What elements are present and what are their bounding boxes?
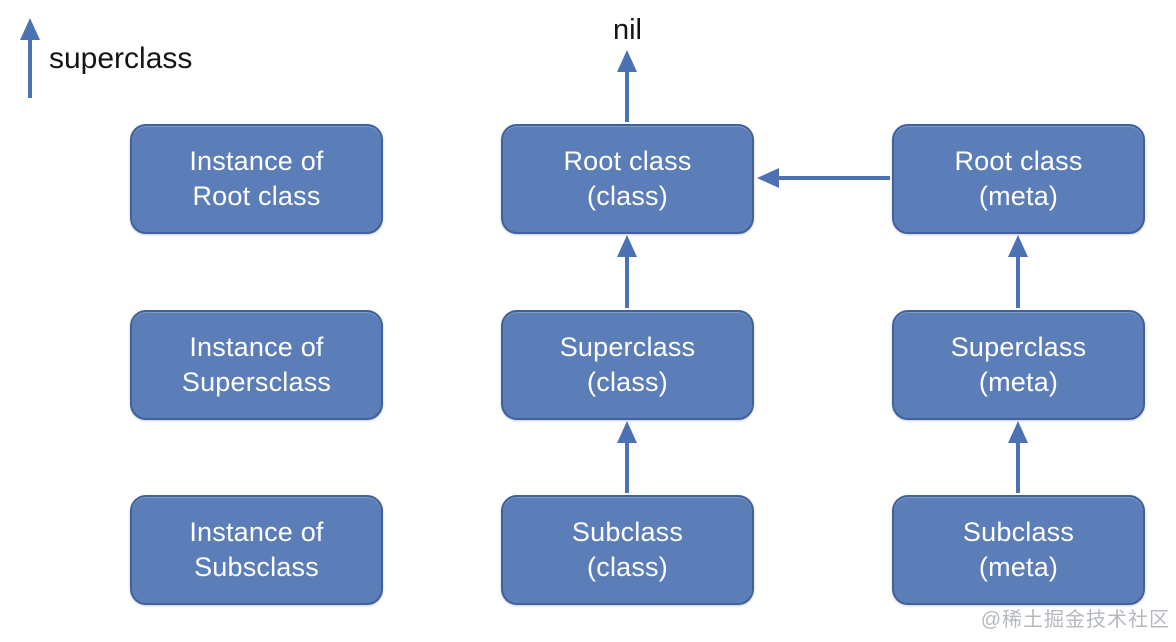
node-subclass-class: Subclass (class) xyxy=(501,495,754,605)
watermark: @稀土掘金技术社区 xyxy=(980,609,1170,631)
node-root-class-meta: Root class (meta) xyxy=(892,124,1145,234)
node-text-line: Subclass xyxy=(571,517,684,547)
node-instance-of-superclass: Instance of Supersclass xyxy=(130,310,383,420)
node-text-line: (class) xyxy=(587,181,668,211)
node-text-line: Subsclass xyxy=(194,552,319,582)
node-text-line: (class) xyxy=(587,367,668,397)
node-text-line: (meta) xyxy=(978,552,1059,582)
nil-label: nil xyxy=(612,14,642,46)
node-text-line: Instance of xyxy=(189,146,324,176)
node-text-line: (meta) xyxy=(978,367,1059,397)
superclass-legend-label: superclass xyxy=(49,42,193,75)
node-instance-of-root-class: Instance of Root class xyxy=(130,124,383,234)
node-text-line: Root class xyxy=(192,181,321,211)
node-superclass-meta: Superclass (meta) xyxy=(892,310,1145,420)
node-text-line: Root class xyxy=(954,146,1083,176)
node-superclass-class: Superclass (class) xyxy=(501,310,754,420)
node-root-class-class: Root class (class) xyxy=(501,124,754,234)
node-instance-of-subclass: Instance of Subsclass xyxy=(130,495,383,605)
node-text-line: Root class xyxy=(563,146,692,176)
node-text-line: Supersclass xyxy=(181,367,332,397)
node-subclass-meta: Subclass (meta) xyxy=(892,495,1145,605)
node-text-line: Superclass xyxy=(559,332,696,362)
node-text-line: Superclass xyxy=(950,332,1087,362)
node-text-line: (class) xyxy=(587,552,668,582)
node-text-line: Subclass xyxy=(962,517,1075,547)
node-text-line: Instance of xyxy=(189,517,324,547)
node-text-line: Instance of xyxy=(189,332,324,362)
node-text-line: (meta) xyxy=(978,181,1059,211)
